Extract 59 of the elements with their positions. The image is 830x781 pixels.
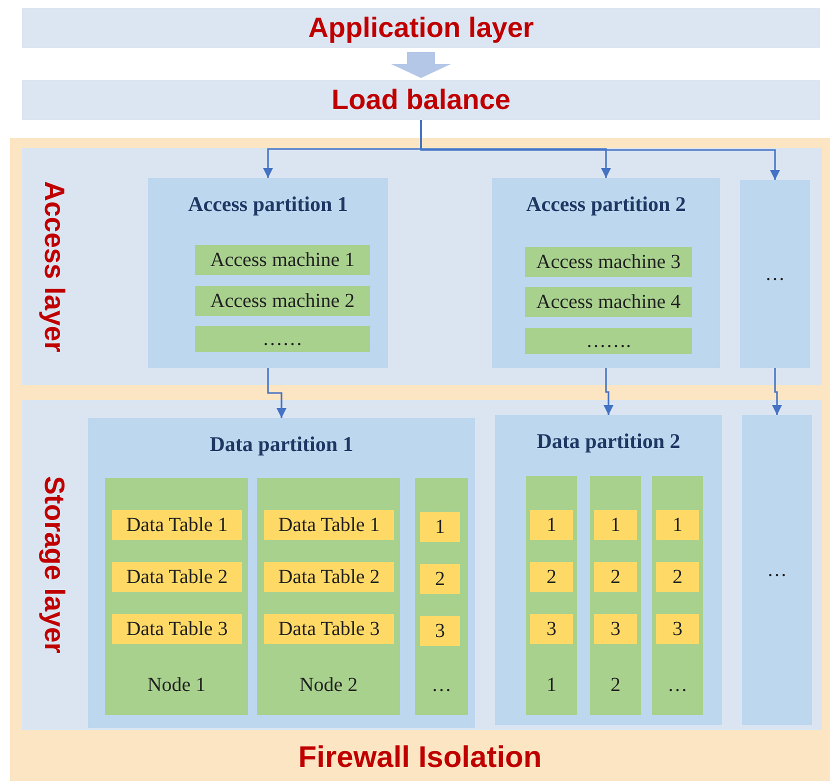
partition-title: Data partition 1 xyxy=(208,432,354,457)
table-box: Data Table 3 xyxy=(264,614,394,644)
layer-band: Load balance xyxy=(22,80,820,120)
machine-box: …… xyxy=(195,326,370,352)
region-title: Firewall Isolation xyxy=(297,741,543,775)
table-box: 3 xyxy=(594,614,637,644)
node-label: … xyxy=(430,674,452,697)
arrow xyxy=(267,368,286,418)
layer-title: Storage layer xyxy=(38,475,70,656)
machine-box: Access machine 3 xyxy=(525,247,692,277)
partition-panel: … xyxy=(740,180,810,368)
node-label: 2 xyxy=(610,674,622,697)
table-box: Data Table 2 xyxy=(112,562,242,592)
table-box: 2 xyxy=(530,562,573,592)
layer-band: Application layer xyxy=(22,8,820,48)
machine-box: Access machine 4 xyxy=(525,287,692,317)
partition-title: Data partition 2 xyxy=(536,429,682,454)
layer-panel xyxy=(22,400,822,730)
table-box: 1 xyxy=(530,510,573,540)
node-label: Node 1 xyxy=(146,674,207,697)
machine-box: ……. xyxy=(525,328,692,354)
table-box: 3 xyxy=(656,614,699,644)
partition-title: Access partition 1 xyxy=(187,192,349,217)
block-arrow xyxy=(391,52,451,78)
partition-panel xyxy=(495,415,722,725)
table-box: 3 xyxy=(530,614,573,644)
node-column xyxy=(526,476,577,715)
table-box: Data Table 1 xyxy=(112,510,242,540)
arrow xyxy=(420,120,780,180)
table-box: 2 xyxy=(594,562,637,592)
partition-panel: … xyxy=(742,415,812,725)
table-box: 1 xyxy=(594,510,637,540)
machine-box: Access machine 1 xyxy=(195,245,370,275)
partition-panel xyxy=(148,178,388,368)
partition-panel xyxy=(492,178,720,368)
node-column xyxy=(105,478,248,715)
machine-box: Access machine 2 xyxy=(195,286,370,316)
arrow xyxy=(772,368,782,415)
node-label: Node 2 xyxy=(298,674,359,697)
layer-panel xyxy=(22,148,822,385)
node-column xyxy=(415,478,468,715)
partition-panel xyxy=(88,418,475,728)
partition-title: Access partition 2 xyxy=(525,192,687,217)
table-box: Data Table 1 xyxy=(264,510,394,540)
node-column xyxy=(652,476,703,715)
table-box: 2 xyxy=(420,564,460,594)
table-box: Data Table 3 xyxy=(112,614,242,644)
layer-title: Access layer xyxy=(38,180,70,354)
table-box: 2 xyxy=(656,562,699,592)
node-label: 1 xyxy=(546,674,558,697)
node-label: … xyxy=(666,674,688,697)
firewall-region xyxy=(10,138,830,781)
table-box: 3 xyxy=(420,616,460,646)
table-box: 1 xyxy=(656,510,699,540)
node-column xyxy=(590,476,641,715)
node-column xyxy=(257,478,400,715)
table-box: Data Table 2 xyxy=(264,562,394,592)
table-box: 1 xyxy=(420,512,460,542)
arrow xyxy=(604,368,614,415)
